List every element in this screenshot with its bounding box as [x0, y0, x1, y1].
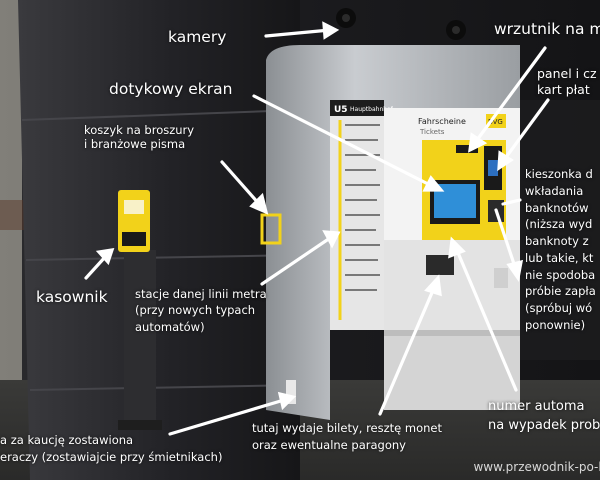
- machine-housing: [266, 45, 520, 420]
- brochure-basket: [260, 213, 282, 245]
- machine-subheader: Tickets: [419, 128, 445, 136]
- machine-number-plate: [494, 268, 508, 288]
- label-dotykowy-ekran: dotykowy ekran: [109, 80, 233, 98]
- svg-text:BVG: BVG: [488, 118, 503, 126]
- validator-post: [124, 250, 156, 430]
- coin-slot: [456, 145, 478, 153]
- receipt: [286, 380, 296, 404]
- label-kasownik: kasownik: [36, 288, 108, 306]
- label-wrzutnik: wrzutnik na m: [494, 20, 600, 38]
- label-panel: panel i cz kart płat: [537, 66, 597, 97]
- label-kieszonka: kieszonka d wkładania banknotów (niższa …: [525, 167, 596, 333]
- machine-header: Fahrscheine: [418, 117, 466, 126]
- platform-light: [0, 0, 22, 480]
- bvg-badge: [486, 114, 506, 128]
- label-stacje: stacje danej linii metra (przy nowych ty…: [135, 287, 267, 334]
- station-list-lines: [345, 124, 380, 291]
- ticket-output: [426, 255, 454, 275]
- label-tutaj-wydaje: tutaj wydaje bilety, resztę monet oraz e…: [252, 421, 443, 452]
- line-badge: U5: [334, 105, 348, 115]
- line-sign: Hauptbahnhof: [350, 106, 394, 113]
- watermark: www.przewodnik-po-b: [473, 460, 600, 474]
- label-kaucja: a za kaucję zostawiona eraczy (zostawiaj…: [0, 433, 223, 464]
- label-kamery: kamery: [168, 28, 227, 46]
- annotation-arrows: [84, 21, 550, 436]
- pillar: [18, 0, 300, 480]
- label-koszyk: koszyk na broszury i branżowe pisma: [84, 123, 195, 152]
- label-numer-automatu: numer automa na wypadek prob: [488, 399, 600, 433]
